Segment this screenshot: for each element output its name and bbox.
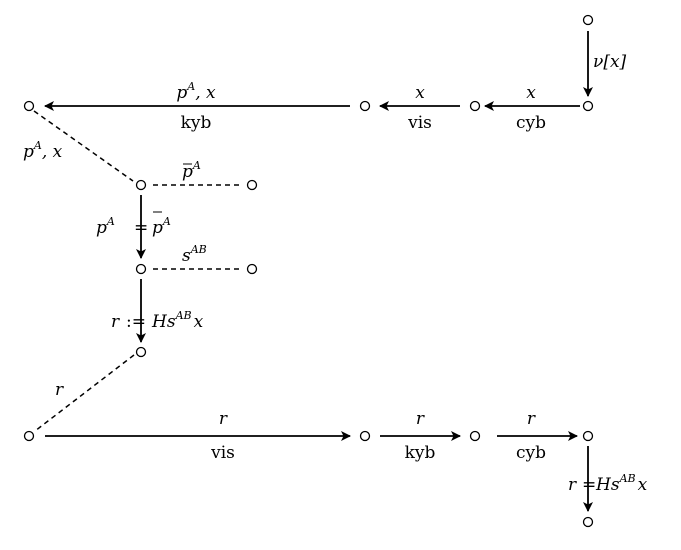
node-r2-mid2 (469, 430, 481, 442)
label-cyb-top-below: cyb (516, 113, 546, 133)
node-r2-left (23, 430, 35, 442)
label-cyb-bot-below: cyb (516, 443, 546, 463)
label-vis-top-below: vis (407, 113, 432, 133)
label-vis-bot-below: vis (210, 443, 235, 463)
svg-text:=: = (582, 475, 596, 495)
svg-text:pA: pA (96, 215, 115, 238)
label-kyb-top-below: kyb (181, 113, 212, 133)
svg-text::=: := (126, 312, 146, 332)
node-sab-right (246, 263, 258, 275)
node-bottom-right (582, 516, 594, 528)
node-pbar-right (246, 179, 258, 191)
svg-text:r: r (568, 475, 577, 495)
label-nu: ν[x] (593, 52, 627, 72)
dashed-left-px (33, 110, 134, 182)
label-vis-top-above: x (415, 83, 425, 103)
label-cyb-bot-above: r (527, 409, 536, 429)
node-r-mid (135, 346, 147, 358)
label-kyb-top-above: pA, x (176, 80, 216, 103)
svg-text:pA: pA (152, 215, 171, 238)
label-vis-bot-above: r (219, 409, 228, 429)
node-r1-mid2 (469, 100, 481, 112)
node-sab-left (135, 263, 147, 275)
node-r2-mid1 (359, 430, 371, 442)
node-pbar-left (135, 179, 147, 191)
label-left-px: pA, x (23, 139, 63, 162)
node-r1-mid1 (359, 100, 371, 112)
label-p-eq: pA = pA (96, 211, 171, 238)
svg-text:r: r (111, 312, 120, 332)
node-r1-right (582, 100, 594, 112)
label-sab: sAB (182, 243, 207, 266)
dashed-r-diag (34, 354, 135, 432)
svg-text:=: = (134, 218, 148, 238)
label-pbar: pA (182, 159, 201, 182)
node-r2-right (582, 430, 594, 442)
label-kyb-bot-above: r (416, 409, 425, 429)
node-top-right (582, 14, 594, 26)
label-r-diag: r (55, 380, 64, 400)
node-r1-left (23, 100, 35, 112)
svg-text:pA: pA (182, 159, 201, 182)
label-cyb-top-above: x (526, 83, 536, 103)
label-kyb-bot-below: kyb (405, 443, 436, 463)
